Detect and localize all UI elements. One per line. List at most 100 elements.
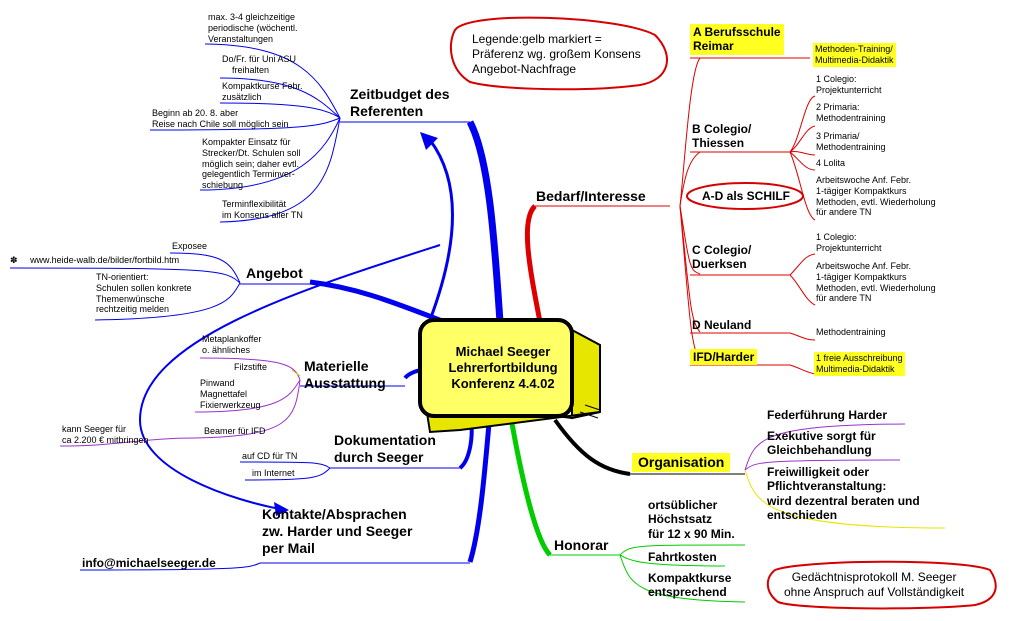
bullet-icon: ✽ [10, 255, 18, 265]
bedarf-b-item-5-line4: für andere TN [816, 207, 872, 218]
topic-honorar: Honorar [554, 537, 609, 553]
organisation-item-2-line2: Gleichbehandlung [767, 443, 872, 458]
materiell-pin-line2: Magnettafel [200, 388, 248, 399]
organisation-item-3-line4: entschieden [767, 508, 838, 523]
zeitbudget-item-6: Terminflexibilität im Konsens aller TN [222, 199, 303, 221]
zeitbudget-item-4-line1: Beginn ab 20. 8. aber [152, 108, 239, 118]
legend-note: Legende:gelb markiert = Präferenz wg. gr… [472, 32, 641, 77]
honorar-item-3-line1: Kompaktkurse [648, 571, 732, 585]
bedarf-b-item-2-line1: 2 Primaria: [816, 102, 860, 112]
bedarf-c-item-1: 1 Colegio: Projektunterricht [816, 232, 882, 254]
center-node-shape [418, 318, 601, 434]
angebot-tn: TN-orientiert: Schulen sollen konkrete T… [96, 272, 192, 315]
angebot-exposee: Exposee [172, 241, 208, 251]
zeitbudget-item-3-line1: Kompaktkurse Febr. [222, 81, 303, 91]
materiell-kann-line2: ca 2.200 € mitbringen [62, 434, 149, 445]
arrow-head-up [420, 132, 438, 150]
zeitbudget-item-2-line2: freihalten [232, 64, 270, 75]
zeitbudget-item-5-line4: gelegentlich Terminver- [202, 169, 295, 180]
bedarf-c-item-2-line4: für andere TN [816, 293, 872, 304]
bedarf-b-item-5: Arbeitswoche Anf. Febr. 1-tägiger Kompak… [816, 175, 936, 218]
branch-angebot [309, 279, 446, 325]
organisation-item-2: Exekutive sorgt für Gleichbehandlung [767, 429, 876, 458]
kontakte-email[interactable]: info@michaelseeger.de [82, 556, 216, 570]
bedarf-b-item-4: 4 Lolita [816, 158, 846, 168]
bedarf-b-item-1-line2: Projektunterricht [816, 84, 882, 95]
materiell-filzstifte: Filzstifte [234, 362, 268, 372]
bedarf-b-item-3-line1: 3 Primaria/ [816, 131, 860, 141]
legend-line2: Präferenz wg. großem Konsens [472, 47, 641, 61]
organisation-item-1: Federführung Harder [767, 408, 888, 422]
disclaimer-note: Gedächtnisprotokoll M. Seeger ohne Anspr… [784, 570, 964, 600]
bedarf-b-item-5-line2: 1-tägiger Kompaktkurs [816, 185, 907, 196]
branch-honorar [507, 411, 552, 557]
zeitbudget-item-6-line1: Terminflexibilität [222, 199, 287, 209]
topic-dokumentation: Dokumentation durch Seeger [334, 432, 436, 466]
topic-materiell: Materielle Ausstattung [304, 358, 386, 392]
bedarf-schilf: A-D als SCHILF [702, 189, 791, 203]
bedarf-a-title-line2: Reimar [693, 39, 734, 54]
materiell-meta-line1: Metaplankoffer [202, 334, 262, 344]
legend-line3: Angebot-Nachfrage [472, 62, 577, 76]
angebot-tn-line3: Themenwünsche [96, 293, 165, 304]
bedarf-a-item-line2: Multimedia-Didaktik [815, 54, 894, 65]
zeitbudget-item-6-line2: im Konsens aller TN [222, 209, 303, 220]
zeitbudget-item-3: Kompaktkurse Febr. zusätzlich [222, 81, 303, 103]
zeitbudget-item-3-line2: zusätzlich [222, 91, 262, 102]
angebot-url[interactable]: www.heide-walb.de/bilder/fortbild.htm [30, 255, 180, 265]
bedarf-a-title-line1: A Berufsschule [693, 25, 781, 39]
bedarf-b-title-line2: Thiessen [692, 136, 745, 151]
center-line1: Michael Seeger [455, 343, 551, 359]
honorar-item-1-line1: ortsüblicher [648, 498, 718, 512]
bedarf-b-title-line1: B Colegio/ [692, 122, 752, 136]
arrow-angebot-zeitbudget [428, 139, 454, 321]
topic-angebot: Angebot [246, 265, 303, 281]
bedarf-b-item-1: 1 Colegio: Projektunterricht [816, 74, 882, 96]
bedarf-ifd-item-line1: 1 freie Ausschreibung [816, 353, 903, 363]
bedarf-c-item-2-line3: Methoden, evtl. Wiederholung [816, 282, 936, 293]
honorar-item-3-line2: entsprechend [648, 585, 727, 600]
materiell-meta-line2: o. ähnliches [202, 344, 251, 355]
center-line3: Konferenz 4.4.02 [451, 376, 555, 392]
branch-organisation [553, 418, 631, 476]
bedarf-b-item-1-line1: 1 Colegio: [816, 74, 857, 84]
bedarf-a-title: A Berufsschule Reimar [690, 24, 784, 55]
bedarf-b-item-3-line2: Methodentraining [816, 141, 886, 152]
organisation-item-3-line2: Pflichtveranstaltung: [767, 479, 887, 494]
honorar-item-1-line3: für 12 x 90 Min. [648, 526, 735, 541]
organisation-item-3: Freiwilligkeit oder Pflichtveranstaltung… [767, 465, 920, 523]
zeitbudget-item-1-line3: Veranstaltungen [208, 33, 274, 44]
bedarf-d-item: Methodentraining [816, 327, 886, 337]
bedarf-c-item-2-line2: 1-tägiger Kompaktkurs [816, 271, 907, 282]
topic-bedarf: Bedarf/Interesse [536, 188, 646, 204]
topic-organisation: Organisation [632, 453, 731, 472]
central-topic: Michael Seeger Lehrerfortbildung Konfere… [428, 324, 578, 412]
zeitbudget-item-5-line2: Strecker/Dt. Schulen soll [202, 147, 301, 158]
disclaimer-line2: ohne Anspruch auf Vollständigkeit [784, 585, 965, 599]
organisation-item-2-line1: Exekutive sorgt für [767, 429, 876, 443]
legend-ellipse [449, 16, 668, 91]
bedarf-b-item-5-line3: Methoden, evtl. Wiederholung [816, 196, 936, 207]
angebot-tn-line1: TN-orientiert: [96, 272, 149, 282]
organisation-item-3-line3: wird dezentral beraten und [767, 493, 920, 508]
angebot-tn-line2: Schulen sollen konkrete [96, 282, 192, 293]
materiell-title1: Materielle [304, 358, 369, 374]
materiell-kann: kann Seeger für ca 2.200 € mitbringen [62, 424, 149, 446]
materiell-pin-line1: Pinwand [200, 378, 235, 388]
branch-zeitbudget [466, 120, 504, 323]
zeitbudget-item-2: Do/Fr. für Uni ASU freihalten [222, 54, 296, 76]
bedarf-c-item-1-line2: Projektunterricht [816, 242, 882, 253]
materiell-beamer: Beamer für IFD [204, 426, 266, 436]
honorar-item-3: Kompaktkurse entsprechend [648, 571, 731, 600]
bedarf-b-item-2-line2: Methodentraining [816, 112, 886, 123]
kontakte-title2: zw. Harder und Seeger [262, 522, 413, 539]
bedarf-ifd-item: 1 freie Ausschreibung Multimedia-Didakti… [814, 352, 905, 376]
materiell-meta: Metaplankoffer o. ähnliches [202, 334, 261, 356]
bedarf-ifd-item-line2: Multimedia-Didaktik [816, 363, 895, 374]
bedarf-b-item-2: 2 Primaria: Methodentraining [816, 102, 886, 124]
materiell-pinwand: Pinwand Magnettafel Fixierwerkzeug [200, 378, 261, 410]
bedarf-b-item-5-line1: Arbeitswoche Anf. Febr. [816, 175, 912, 185]
zeitbudget-title2: Referenten [350, 102, 424, 119]
topic-kontakte: Kontakte/Absprachen zw. Harder und Seege… [262, 506, 412, 556]
